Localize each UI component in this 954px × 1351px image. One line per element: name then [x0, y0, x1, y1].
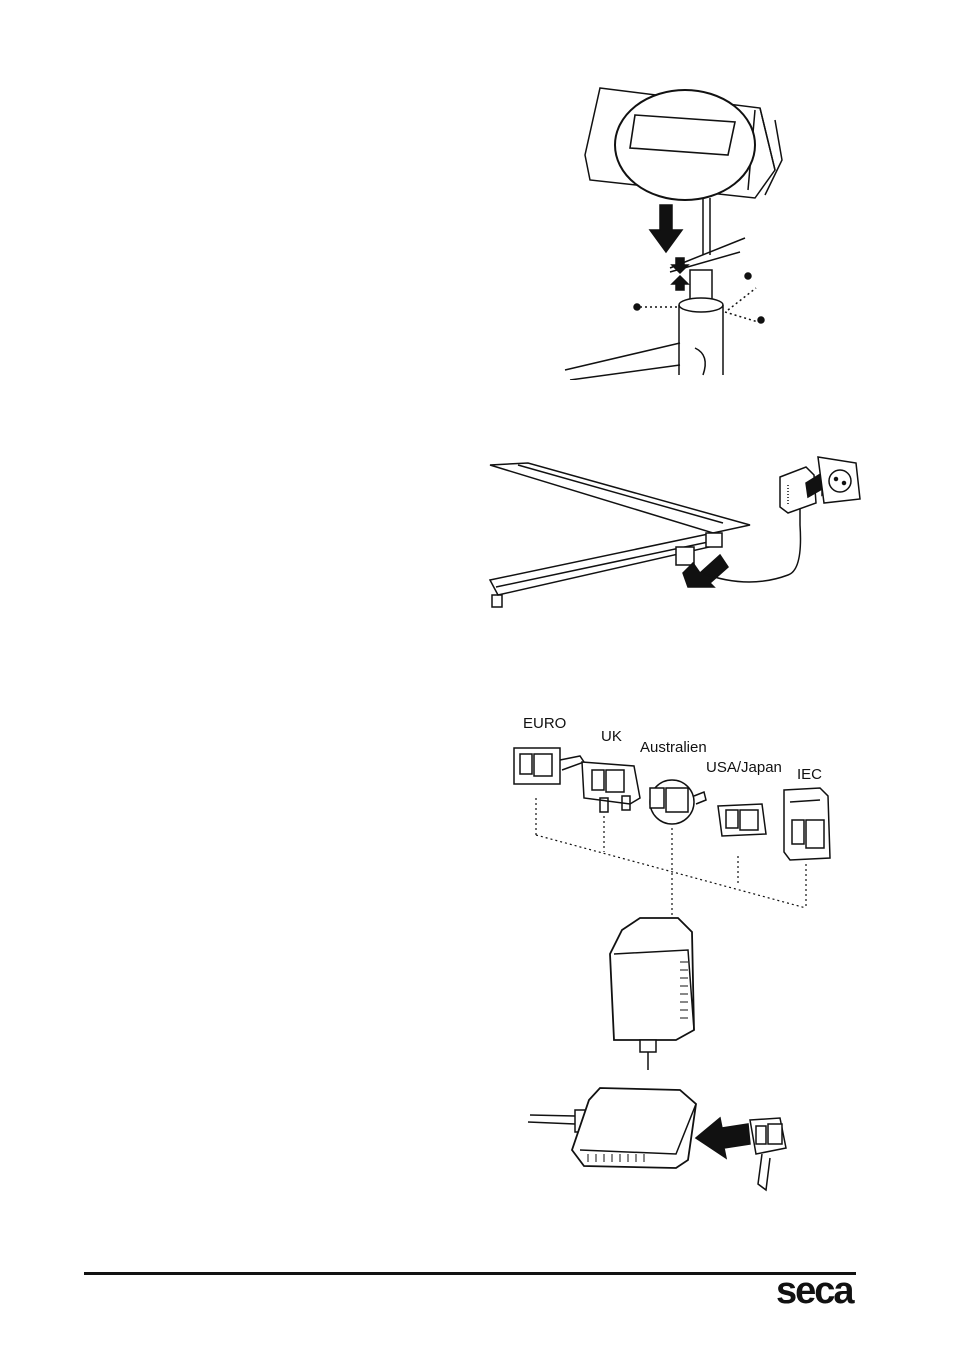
display-mounting-figure	[560, 80, 800, 380]
brand-logo: seca	[776, 1270, 853, 1313]
plug-label-euro: EURO	[523, 715, 566, 732]
plug-adapters-drawing	[500, 740, 840, 1210]
power-connection-figure	[488, 455, 868, 620]
footer-rule	[84, 1272, 856, 1275]
